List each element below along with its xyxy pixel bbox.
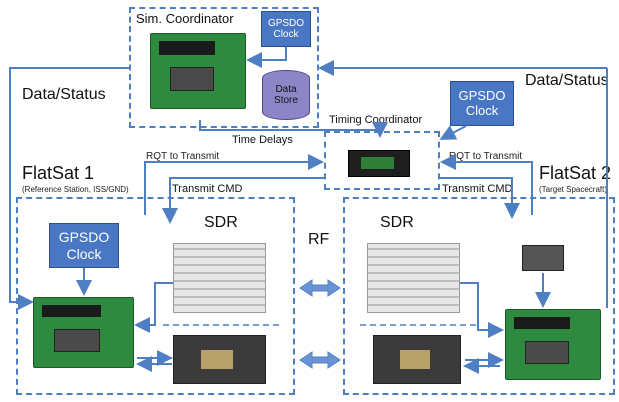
sim-gpsdo-clock: GPSDO Clock bbox=[261, 11, 311, 47]
data-store-icon bbox=[262, 70, 310, 120]
gps-receiver-icon bbox=[522, 245, 564, 271]
time-delays-label: Time Delays bbox=[232, 134, 293, 146]
sdr-left-label: SDR bbox=[204, 214, 238, 231]
timing-coordinator-title: Timing Coordinator bbox=[329, 114, 423, 126]
sim-coordinator-title: Sim. Coordinator bbox=[136, 11, 234, 26]
transmit-left-line bbox=[162, 177, 324, 224]
sdr-left-to-board bbox=[134, 282, 173, 333]
sdr-board-left bbox=[173, 335, 266, 384]
sim-coordinator-board bbox=[150, 33, 246, 109]
time-delays-line bbox=[199, 120, 388, 138]
rf-arrow-top bbox=[299, 279, 341, 297]
rqt-right-label: RQT to Transmit bbox=[449, 151, 523, 162]
data-status-left: Data/Status bbox=[22, 86, 106, 103]
flatsat2-board bbox=[505, 309, 601, 380]
sim-gpsdo-arrow bbox=[246, 47, 287, 68]
transmit-right-label: Transmit CMD bbox=[442, 183, 513, 195]
sdr-stack-left bbox=[173, 243, 266, 313]
flatsat1-title: FlatSat 1 bbox=[22, 163, 95, 183]
rqt-left-line bbox=[144, 154, 324, 215]
rf-arrow-bottom bbox=[299, 351, 341, 369]
gpsdo-clock-left: GPSDO Clock bbox=[49, 223, 119, 268]
flatsat1-box bbox=[16, 197, 295, 395]
flatsat2-box bbox=[343, 197, 615, 395]
data-store-label: Data Store bbox=[274, 84, 298, 106]
transmit-right-line bbox=[440, 177, 520, 219]
flatsat2-title: FlatSat 2 bbox=[539, 163, 612, 183]
flatsat2-subtitle: (Target Spacecraft) bbox=[539, 185, 608, 194]
sdr-board-right bbox=[373, 335, 461, 384]
flatsat1-board bbox=[33, 297, 134, 368]
gpsdo-right-arrow bbox=[439, 125, 467, 140]
rf-label: RF bbox=[308, 231, 330, 248]
data-status-right: Data/Status bbox=[525, 72, 609, 89]
rqt-right-line bbox=[440, 154, 533, 215]
gpsdo-clock-right: GPSDO Clock bbox=[450, 81, 514, 126]
timing-coordinator-board bbox=[348, 150, 410, 177]
transmit-left-label: Transmit CMD bbox=[172, 183, 243, 195]
sdr-right-label: SDR bbox=[380, 214, 414, 231]
flatsat1-subtitle: (Reference Station, ISS/GND) bbox=[22, 185, 129, 194]
sdr-stack-right bbox=[367, 243, 460, 313]
left-data-status-line bbox=[9, 67, 129, 310]
rqt-left-label: RQT to Transmit bbox=[146, 151, 220, 162]
sdr-right-to-board bbox=[460, 282, 504, 338]
